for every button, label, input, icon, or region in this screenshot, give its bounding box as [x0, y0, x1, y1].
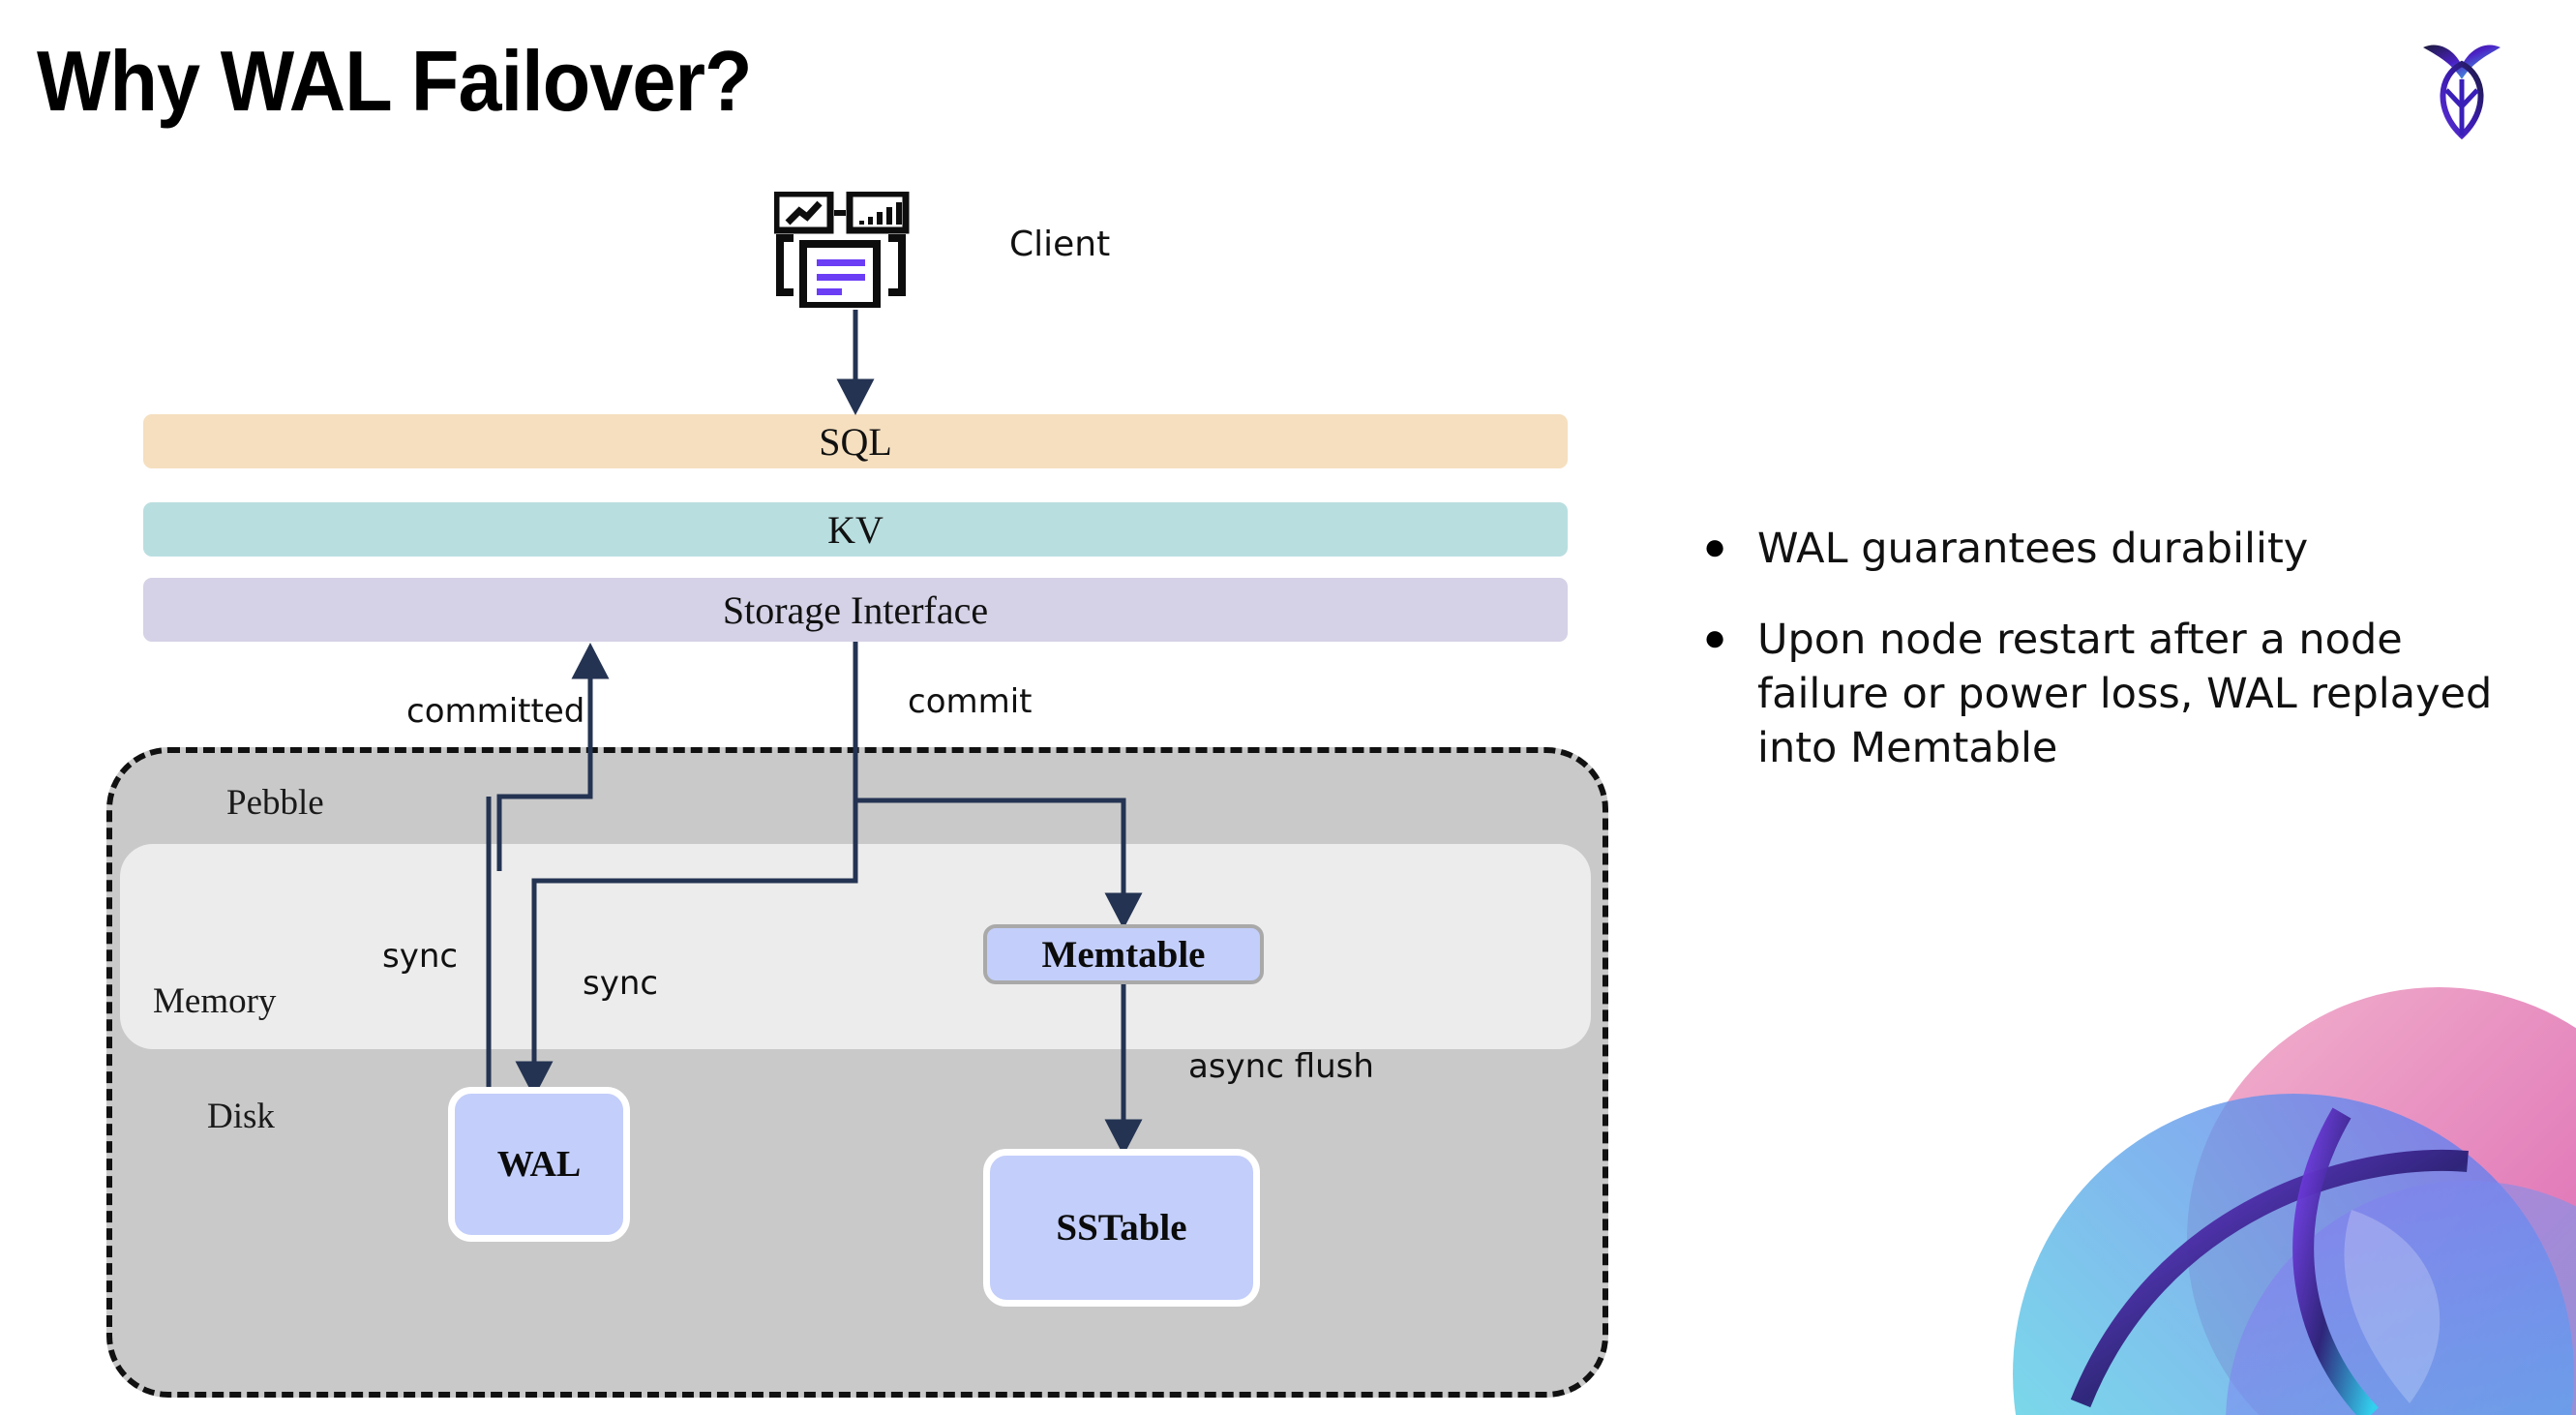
node-sstable: SSTable: [983, 1149, 1260, 1307]
bullet-text: Upon node restart after a node failure o…: [1757, 615, 2493, 772]
decorative-watermark: [1984, 919, 2576, 1415]
client-terminal-icon: [772, 190, 929, 310]
pebble-label: Pebble: [226, 783, 324, 823]
node-label-sstable: SSTable: [1056, 1207, 1187, 1249]
node-label-memtable: Memtable: [1041, 933, 1206, 976]
edge-label-async-flush: async flush: [1188, 1047, 1374, 1086]
node-memtable: Memtable: [983, 924, 1264, 984]
layer-label-storage: Storage Interface: [722, 587, 989, 632]
edge-label-commit: commit: [908, 682, 1033, 721]
bullet-list: ● WAL guarantees durability ● Upon node …: [1703, 523, 2497, 813]
bullet-marker: ●: [1703, 616, 1727, 659]
edge-label-sync-a: sync: [382, 937, 459, 976]
bullet-marker: ●: [1703, 526, 1727, 568]
cockroachdb-logo: [2417, 35, 2506, 140]
memory-label: Memory: [153, 981, 277, 1021]
bullet-text: WAL guarantees durability: [1757, 525, 2309, 573]
page-title: Why WAL Failover?: [37, 33, 753, 129]
list-item: ● WAL guarantees durability: [1703, 523, 2497, 577]
layer-label-sql: SQL: [819, 419, 892, 464]
edge-label-sync-b: sync: [583, 964, 659, 1003]
disk-label: Disk: [207, 1097, 275, 1136]
layer-label-kv: KV: [827, 507, 884, 552]
layer-bar-storage: Storage Interface: [143, 578, 1568, 642]
node-wal: WAL: [448, 1087, 630, 1242]
node-label-wal: WAL: [496, 1144, 582, 1185]
layer-bar-kv: KV: [143, 502, 1568, 557]
layer-bar-sql: SQL: [143, 414, 1568, 468]
edge-label-committed: committed: [406, 692, 585, 731]
memory-region: [120, 844, 1591, 1049]
client-label: Client: [1009, 225, 1111, 264]
list-item: ● Upon node restart after a node failure…: [1703, 614, 2497, 776]
